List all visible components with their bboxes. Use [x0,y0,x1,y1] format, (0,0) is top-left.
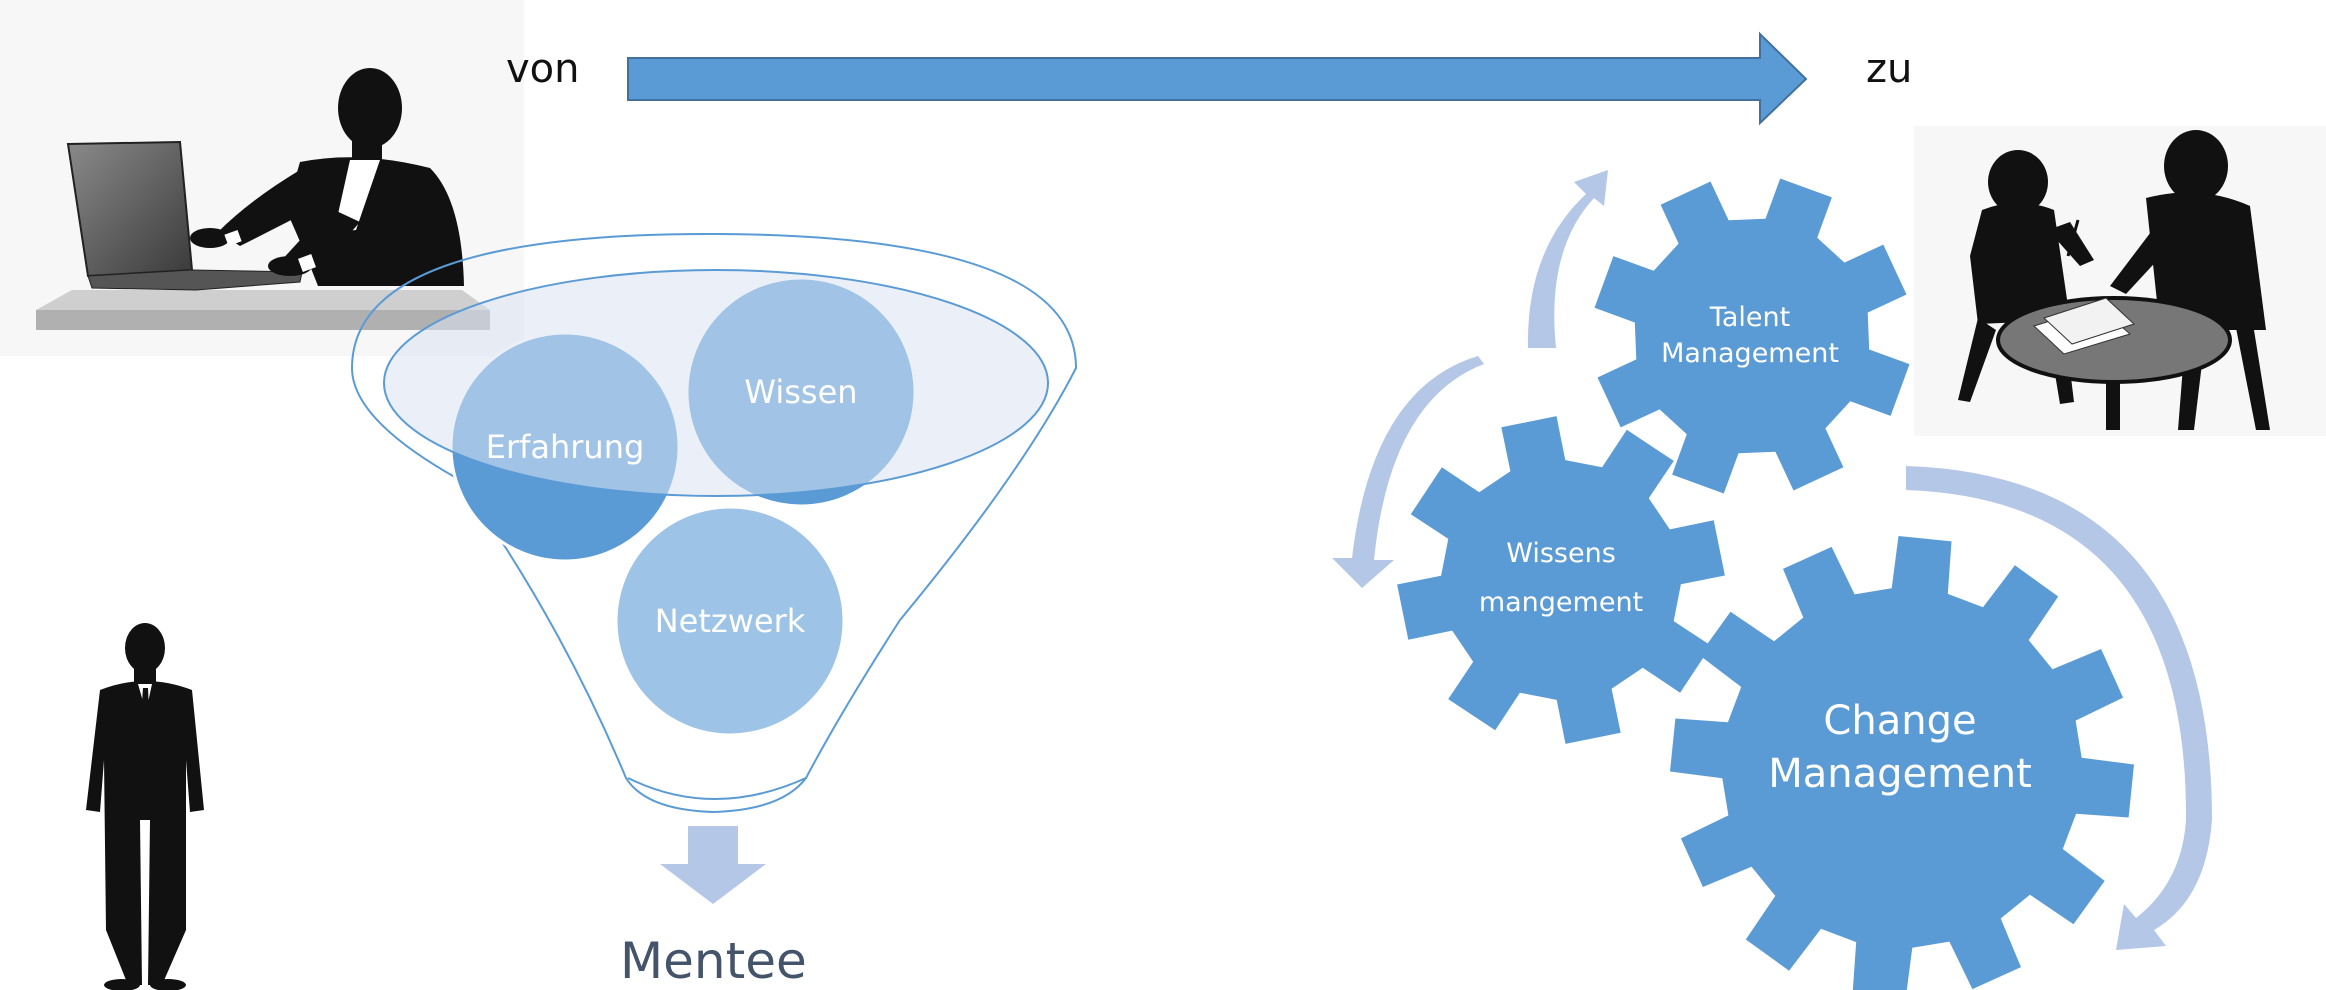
meeting-people-icon [1914,126,2326,436]
standing-man-icon [86,623,204,990]
from-label: von [506,46,580,92]
gear-change-management [1670,536,2134,990]
circle-label-netzwerk: Netzwerk [655,602,806,640]
gear-label-wissens-line2: mangement [1479,587,1643,618]
cycle-arrow-right [1906,466,2212,950]
gear-wissens-shape [1397,416,1725,744]
cycle-arrow-top [1527,170,1608,348]
mentee-label: Mentee [620,932,807,990]
gear-change-shape [1670,536,2134,990]
funnel-shape [350,232,1078,814]
gear-talent-management [1594,178,1910,494]
gear-talent-shape [1594,178,1910,494]
businessman-laptop-icon [0,0,524,356]
funnel-output-arrow [660,826,766,904]
gear-wissensmanagement [1397,416,1725,744]
gear-label-wissens-line1: Wissens [1506,538,1616,569]
circle-netzwerk [614,505,846,737]
gear-label-talent-line2: Management [1661,338,1839,369]
circle-label-erfahrung: Erfahrung [486,428,645,466]
cycle-arrow-left [1332,356,1484,588]
funnel-rim [383,269,1049,497]
gear-label-change-line1: Change [1823,698,1976,744]
progress-arrow [627,31,1808,126]
circle-label-wissen: Wissen [744,373,857,411]
gear-label-talent-line1: Talent [1709,302,1790,333]
to-label: zu [1866,46,1913,92]
gear-label-change-line2: Management [1768,751,2032,797]
